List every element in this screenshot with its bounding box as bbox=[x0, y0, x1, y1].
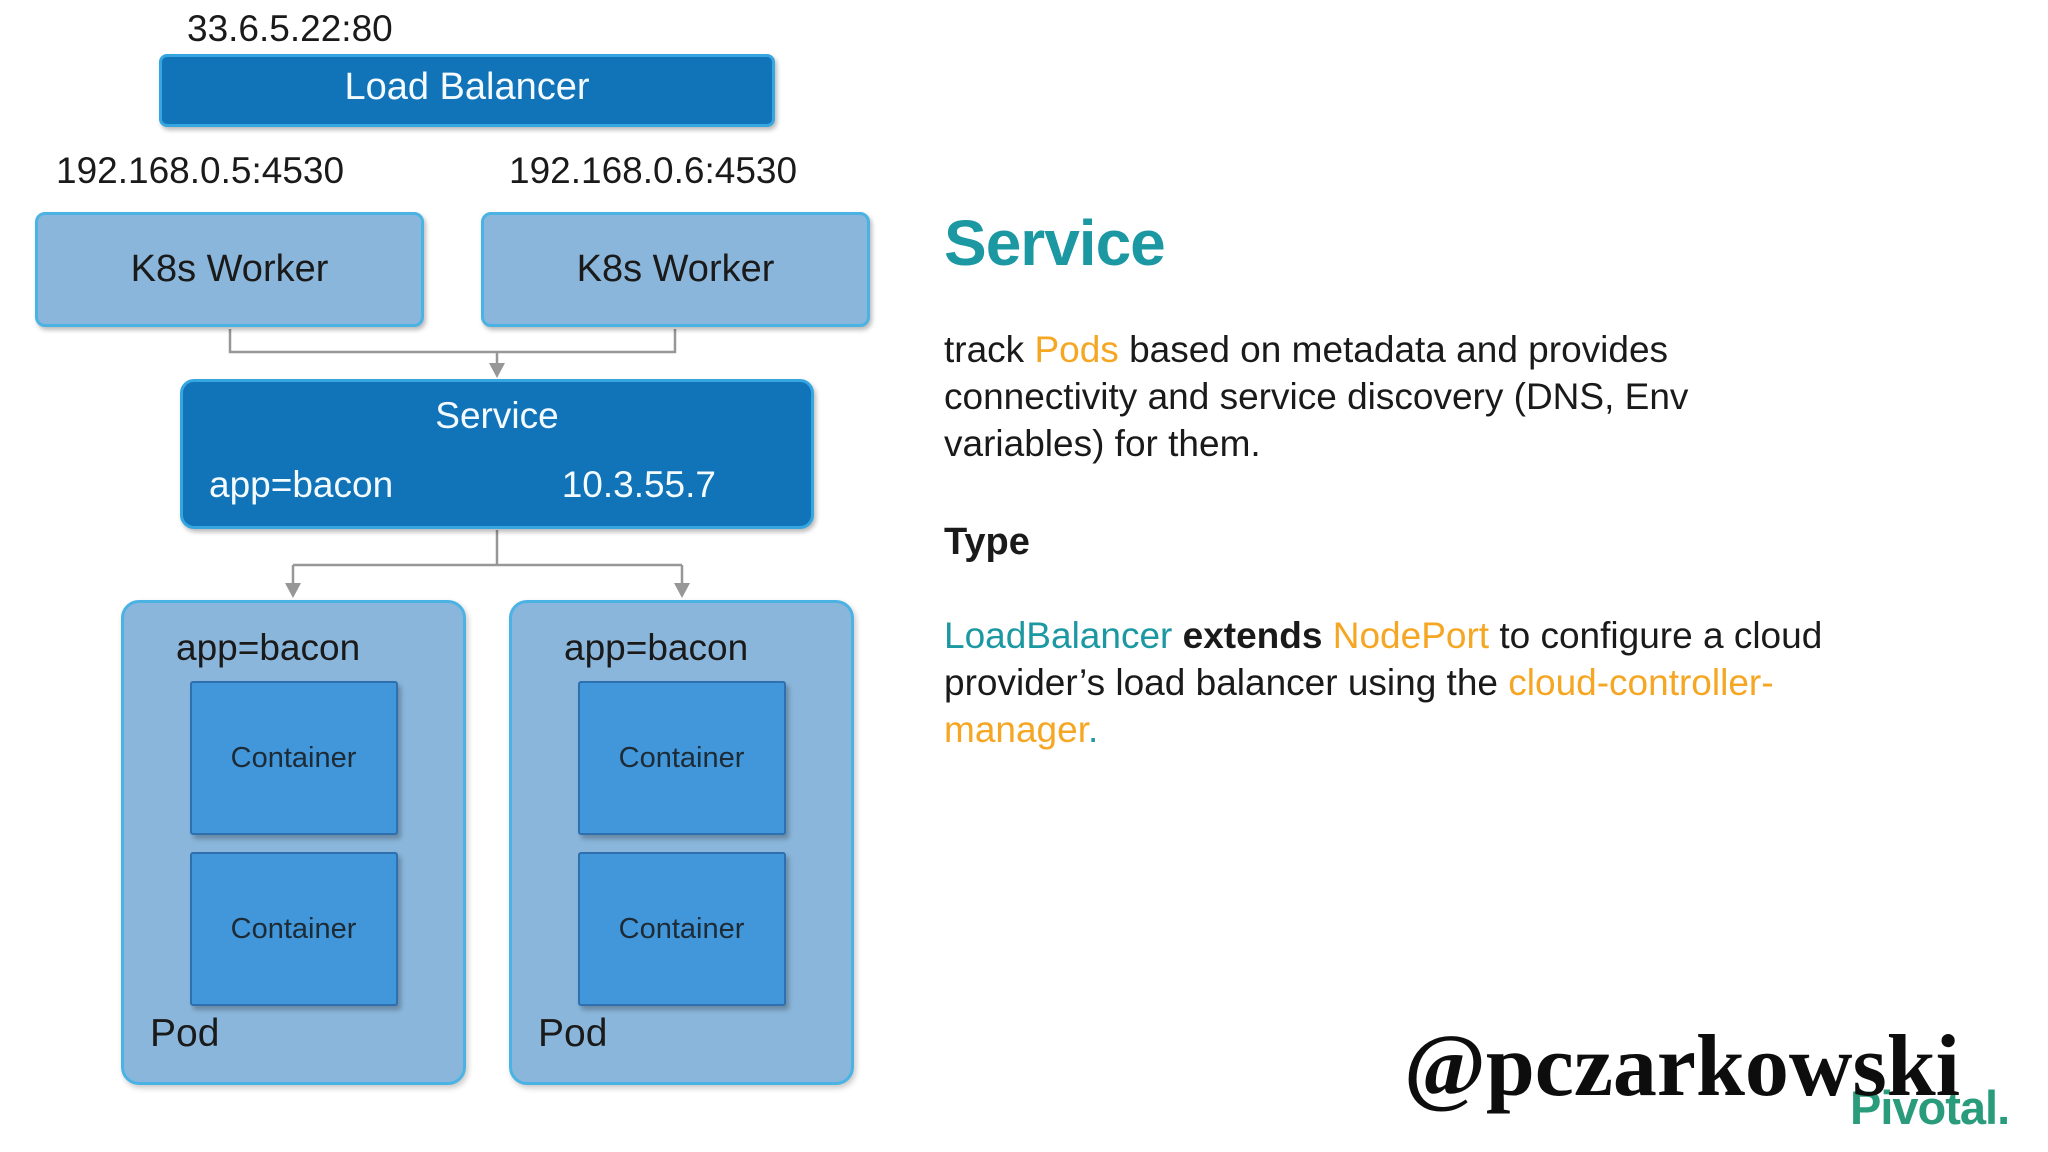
pod1-label: Pod bbox=[150, 1012, 220, 1055]
pivotal-logo: Pivotal. bbox=[1850, 1081, 2010, 1134]
pod1-container1-label: Container bbox=[230, 741, 357, 774]
worker2-label: K8s Worker bbox=[576, 248, 775, 290]
pod2-arrowhead bbox=[674, 583, 690, 598]
type-heading: Type bbox=[944, 521, 1030, 563]
pod2-container-2: Container bbox=[577, 852, 786, 1006]
pod1-container2-label: Container bbox=[230, 912, 357, 945]
pod1-selector: app=bacon bbox=[176, 627, 361, 668]
pod2-container2-label: Container bbox=[618, 912, 745, 945]
workers-to-service-joiner bbox=[228, 329, 677, 354]
service-description: track Pods based on metadata and provide… bbox=[944, 329, 1689, 464]
loadbalancer-external-ip: 33.6.5.22:80 bbox=[187, 8, 393, 49]
pod1-container-2: Container bbox=[189, 852, 398, 1006]
loadbalancer-type-description: LoadBalancer extends NodePort to configu… bbox=[944, 615, 1823, 750]
service-arrowhead bbox=[489, 363, 505, 378]
service-node-label: Service bbox=[435, 395, 559, 436]
pod2-container-1: Container bbox=[577, 681, 786, 835]
worker2-node-ip: 192.168.0.6:4530 bbox=[509, 150, 798, 191]
page-title: Service bbox=[944, 207, 1166, 279]
worker1-label: K8s Worker bbox=[130, 248, 329, 290]
worker1-node-ip: 192.168.0.5:4530 bbox=[56, 150, 345, 191]
pod1-container-1: Container bbox=[189, 681, 398, 835]
service-node-details: app=bacon 10.3.55.7 bbox=[209, 464, 716, 506]
pod1-arrowhead bbox=[285, 583, 301, 598]
service-selector: app=bacon bbox=[209, 464, 394, 505]
service-cluster-ip: 10.3.55.7 bbox=[561, 464, 716, 505]
pod-2: app=bacon Container Container Pod bbox=[509, 600, 854, 1085]
k8s-worker-node-2: K8s Worker bbox=[481, 212, 870, 327]
pod-1: app=bacon Container Container Pod bbox=[121, 600, 466, 1085]
pod2-label: Pod bbox=[538, 1012, 608, 1055]
pod2-container1-label: Container bbox=[618, 741, 745, 774]
author-handle: @pczarkowski bbox=[1404, 1018, 1961, 1115]
pod2-selector: app=bacon bbox=[564, 627, 749, 668]
load-balancer-label: Load Balancer bbox=[344, 66, 590, 108]
service-node: Service app=bacon 10.3.55.7 bbox=[180, 379, 814, 529]
k8s-worker-node-1: K8s Worker bbox=[35, 212, 424, 327]
load-balancer-node: Load Balancer bbox=[159, 54, 775, 127]
